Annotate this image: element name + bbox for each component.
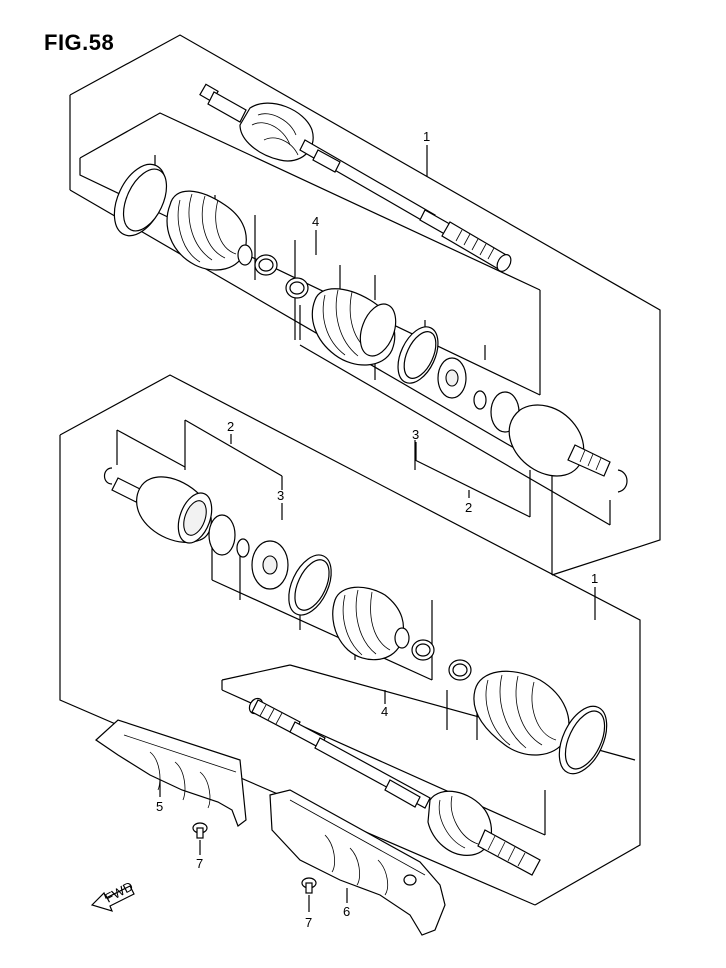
upper-small-band-1 (254, 254, 278, 276)
callout-upper-2: 2 (465, 500, 472, 515)
callout-lower-1: 1 (591, 571, 598, 586)
lower-drive-shaft (248, 697, 541, 876)
heat-shield-left (95, 719, 247, 827)
bolt-left (192, 822, 208, 839)
lower-inner-boot-band (288, 554, 332, 616)
lower-snap-ring (236, 538, 250, 558)
callout-upper-4: 4 (312, 214, 319, 229)
callout-lower-3: 3 (277, 488, 284, 503)
upper-drive-shaft (199, 83, 512, 272)
fwd-arrow-icon (90, 885, 135, 912)
upper-snap-ring (473, 390, 487, 410)
callout-upper-3: 3 (412, 427, 419, 442)
lower-circlip-2 (208, 514, 236, 556)
lower-outer-boot (473, 670, 570, 756)
lower-outer-boot-band (558, 705, 608, 775)
lower-callout-leaders (230, 434, 596, 704)
lower-circlip (103, 467, 113, 485)
upper-outer-boot-band (113, 163, 168, 237)
upper-inner-boot (311, 288, 397, 366)
bolt-right (301, 877, 317, 894)
callout-lower-4: 4 (381, 704, 388, 719)
lower-small-band-2 (448, 659, 472, 681)
upper-callout-leaders (315, 145, 470, 498)
upper-small-band-2 (285, 277, 309, 299)
callout-lower-2: 2 (227, 419, 234, 434)
lower-small-band-1 (411, 639, 435, 661)
heat-shield-right (269, 789, 446, 936)
figure-title: FIG.58 (44, 30, 115, 55)
callout-shield-5: 5 (156, 799, 163, 814)
upper-tripod-joint (437, 357, 467, 399)
callout-shield-6: 6 (343, 904, 350, 919)
upper-outer-boot (166, 190, 253, 271)
lower-inner-cv-housing (111, 476, 213, 544)
lower-assembly-frame (59, 374, 641, 906)
callout-upper-1: 1 (423, 129, 430, 144)
upper-inner-boot-band (397, 326, 439, 384)
upper-inner-cv-housing (508, 404, 628, 493)
callout-bolt-7-left: 7 (196, 856, 203, 871)
callout-bolt-7-right: 7 (305, 915, 312, 930)
lower-tripod-joint (251, 540, 289, 590)
lower-inner-boot (332, 586, 410, 661)
